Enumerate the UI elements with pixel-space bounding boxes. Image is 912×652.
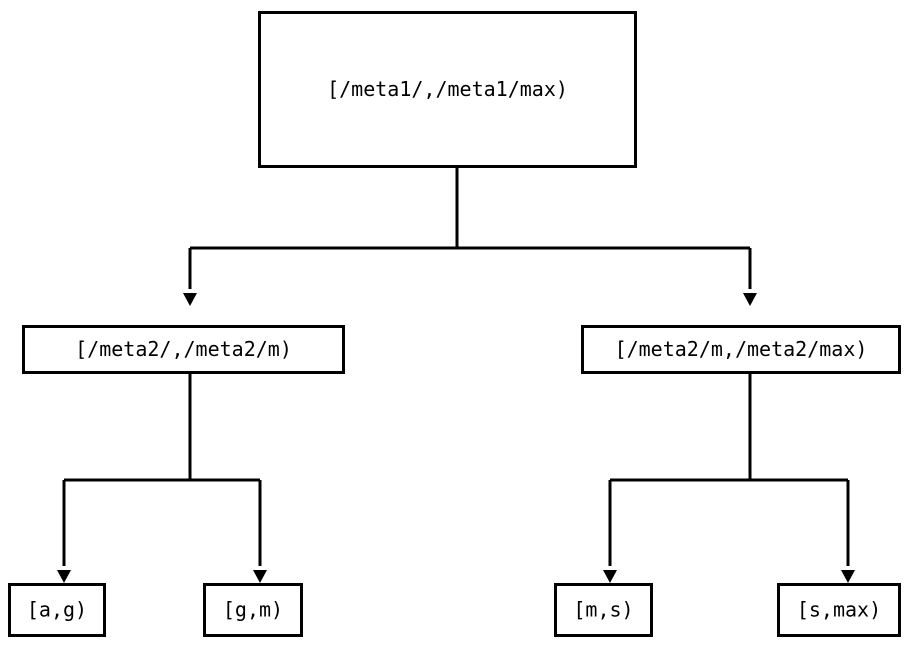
node-box[interactable]	[581, 325, 901, 374]
node-label: [/meta2/,/meta2/m)	[75, 337, 292, 361]
node-box[interactable]	[554, 583, 653, 637]
node-label: [a,g)	[27, 598, 87, 622]
tree-edge	[188, 374, 267, 583]
tree-node-leaf-a-g[interactable]: [a,g)	[8, 583, 106, 637]
node-label: [/meta2/m,/meta2/max)	[615, 337, 868, 361]
node-box[interactable]	[777, 583, 901, 637]
node-box[interactable]	[203, 583, 303, 637]
arrow-head-icon	[743, 293, 757, 306]
node-label: [/meta1/,/meta1/max)	[327, 77, 568, 101]
arrow-head-icon	[253, 570, 267, 583]
tree-edge	[455, 168, 757, 306]
tree-node-mid-left[interactable]: [/meta2/,/meta2/m)	[22, 325, 345, 374]
tree-node-mid-right[interactable]: [/meta2/m,/meta2/max)	[581, 325, 901, 374]
arrow-head-icon	[57, 570, 71, 583]
tree-node-root[interactable]: [/meta1/,/meta1/max)	[258, 11, 637, 168]
tree-node-leaf-m-s[interactable]: [m,s)	[554, 583, 653, 637]
node-box[interactable]	[8, 583, 106, 637]
arrow-head-icon	[841, 570, 855, 583]
node-label: [g,m)	[223, 598, 283, 622]
arrow-head-icon	[183, 293, 197, 306]
node-box[interactable]	[22, 325, 345, 374]
edge-group	[57, 168, 855, 583]
tree-edge	[603, 374, 752, 583]
node-label: [s,max)	[797, 598, 881, 622]
tree-node-leaf-s-max[interactable]: [s,max)	[777, 583, 901, 637]
node-box[interactable]	[258, 11, 637, 168]
node-group: [/meta1/,/meta1/max) [/meta2/,/meta2/m) [/…	[8, 11, 901, 637]
tree-edge	[748, 374, 855, 583]
arrow-head-icon	[603, 570, 617, 583]
tree-edge	[183, 168, 459, 306]
tree-node-leaf-g-m[interactable]: [g,m)	[203, 583, 303, 637]
tree-edge	[57, 374, 192, 583]
node-label: [m,s)	[573, 598, 633, 622]
